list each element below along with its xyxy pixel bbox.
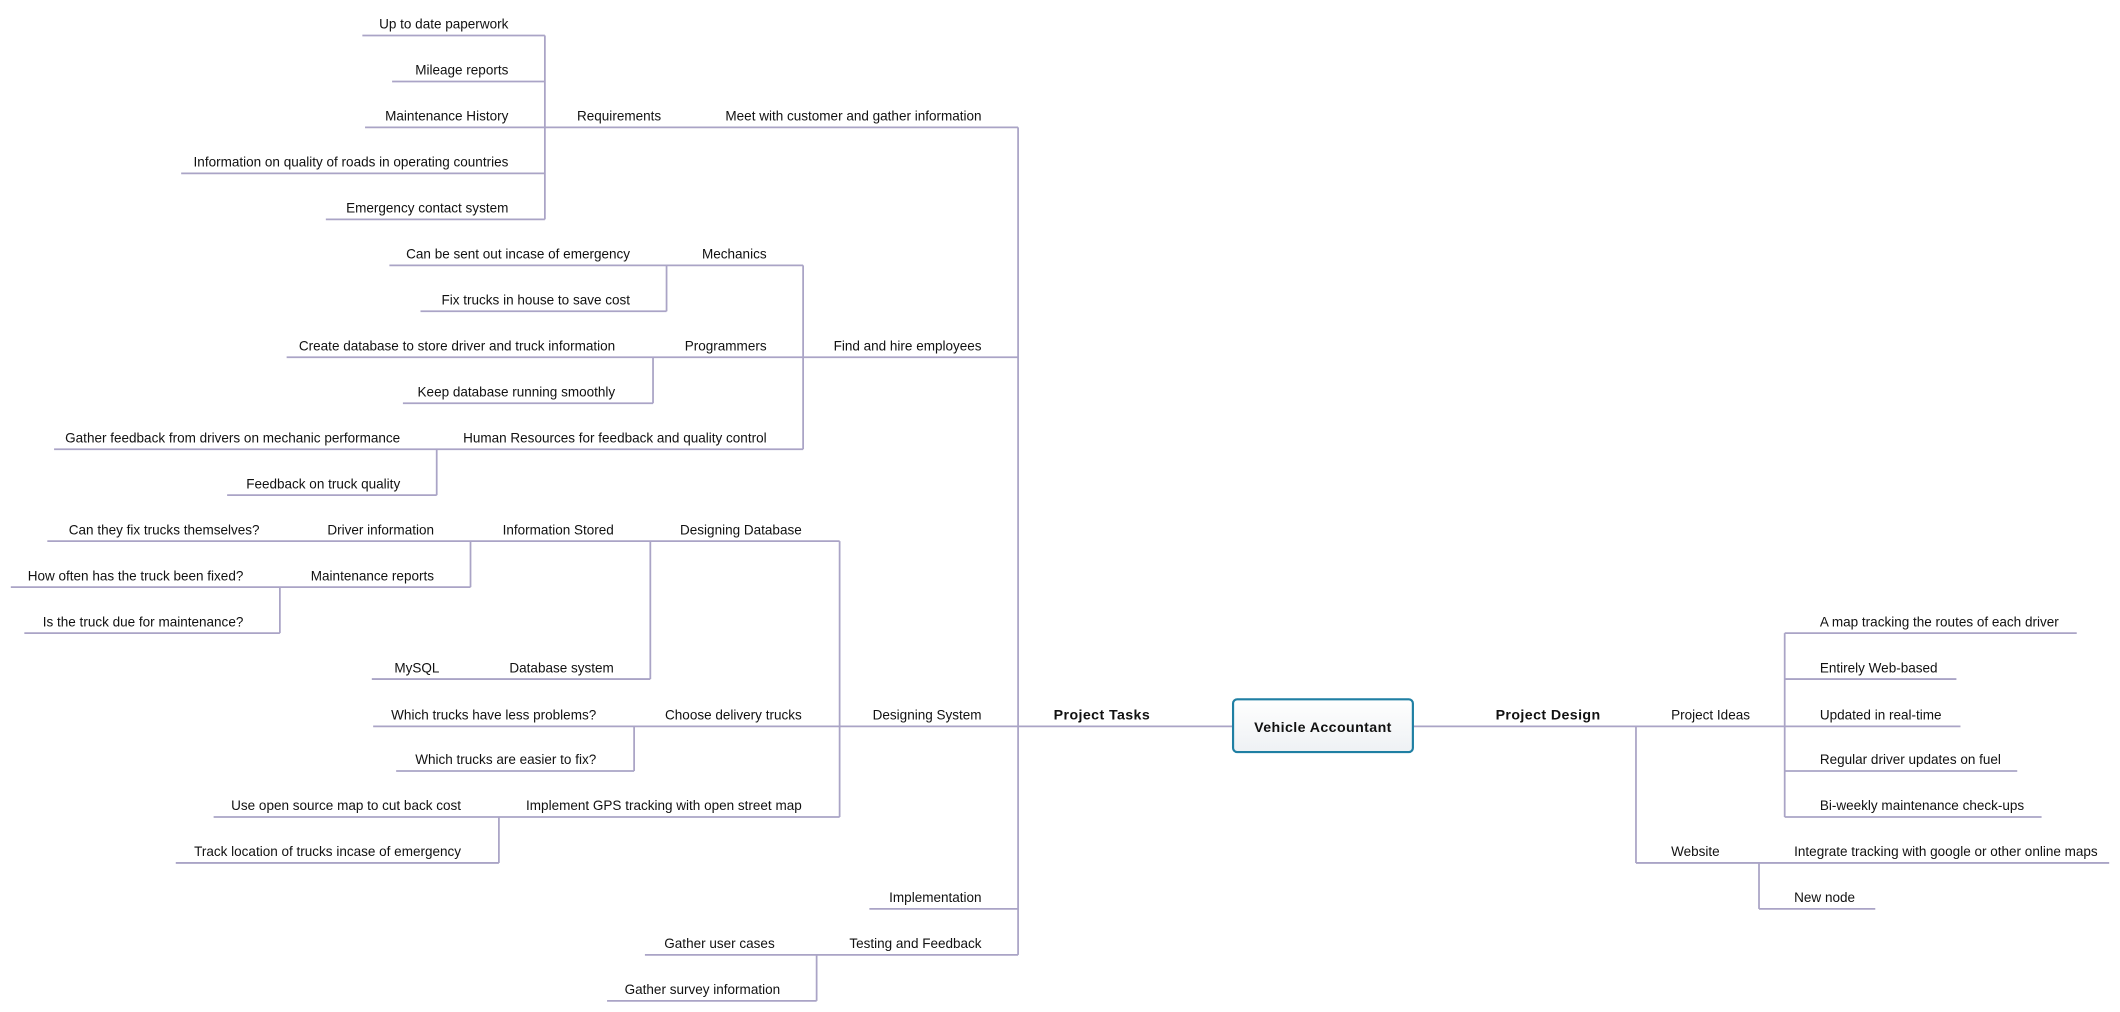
node-tasks-system-database-dbsystem-items-0[interactable]: MySQL xyxy=(394,660,440,675)
node-design-ideas-items-2[interactable]: Updated in real-time xyxy=(1820,708,1942,723)
node-tasks-hire-mechanics-items-0[interactable]: Can be sent out incase of emergency xyxy=(406,247,630,262)
node-tasks-system-database-stored-maintenance-label[interactable]: Maintenance reports xyxy=(311,568,434,583)
node-design-label[interactable]: Project Design xyxy=(1496,708,1601,724)
node-tasks-meet-requirements-items-0[interactable]: Up to date paperwork xyxy=(379,17,508,32)
node-tasks-system-database-label[interactable]: Designing Database xyxy=(680,522,802,537)
node-tasks-implementation-label[interactable]: Implementation xyxy=(889,890,981,905)
node-tasks-system-gps-label[interactable]: Implement GPS tracking with open street … xyxy=(526,798,802,813)
node-tasks-meet-requirements-items-3[interactable]: Information on quality of roads in opera… xyxy=(194,155,509,170)
node-tasks-hire-programmers-items-1[interactable]: Keep database running smoothly xyxy=(418,384,616,399)
node-tasks-meet-requirements-items-2[interactable]: Maintenance History xyxy=(385,109,508,124)
node-tasks-meet-label[interactable]: Meet with customer and gather informatio… xyxy=(725,109,981,124)
root-node-label: Vehicle Accountant xyxy=(1254,720,1392,736)
node-tasks-testing-items-1[interactable]: Gather survey information xyxy=(625,982,781,997)
node-design-ideas-label[interactable]: Project Ideas xyxy=(1671,708,1750,723)
connector-lines xyxy=(10,34,2110,1002)
node-tasks-system-label[interactable]: Designing System xyxy=(873,708,982,723)
node-design-ideas-items-0[interactable]: A map tracking the routes of each driver xyxy=(1820,614,2059,629)
node-design-ideas-items-3[interactable]: Regular driver updates on fuel xyxy=(1820,752,2001,767)
node-tasks-system-database-stored-driver-label[interactable]: Driver information xyxy=(327,522,434,537)
node-tasks-meet-requirements-items-1[interactable]: Mileage reports xyxy=(415,63,508,78)
node-labels: Project Tasks Meet with customer and gath… xyxy=(28,17,2098,997)
node-tasks-system-trucks-label[interactable]: Choose delivery trucks xyxy=(665,708,802,723)
node-design-ideas-items-1[interactable]: Entirely Web-based xyxy=(1820,660,1938,675)
node-tasks-meet-requirements-items-4[interactable]: Emergency contact system xyxy=(346,201,508,216)
node-design-website-items-0[interactable]: Integrate tracking with google or other … xyxy=(1794,844,2098,859)
node-tasks-hire-hr-items-1[interactable]: Feedback on truck quality xyxy=(246,476,400,491)
node-tasks-system-database-stored-maintenance-items-0[interactable]: How often has the truck been fixed? xyxy=(28,568,244,583)
node-tasks-system-database-stored-label[interactable]: Information Stored xyxy=(503,522,614,537)
node-tasks-system-gps-items-1[interactable]: Track location of trucks incase of emerg… xyxy=(194,844,461,859)
node-design-website-label[interactable]: Website xyxy=(1671,844,1720,859)
node-tasks-hire-mechanics-label[interactable]: Mechanics xyxy=(702,247,767,262)
node-tasks-system-trucks-items-1[interactable]: Which trucks are easier to fix? xyxy=(415,752,597,767)
node-tasks-system-trucks-items-0[interactable]: Which trucks have less problems? xyxy=(391,708,597,723)
node-tasks-hire-hr-items-0[interactable]: Gather feedback from drivers on mechanic… xyxy=(65,430,400,445)
node-tasks-hire-mechanics-items-1[interactable]: Fix trucks in house to save cost xyxy=(442,293,631,308)
root-node-box[interactable] xyxy=(1231,698,1414,754)
node-tasks-meet-requirements-label[interactable]: Requirements xyxy=(577,109,661,124)
root-node[interactable]: Vehicle Accountant xyxy=(1231,698,1414,754)
node-design-website-items-1[interactable]: New node xyxy=(1794,890,1855,905)
node-tasks-testing-items-0[interactable]: Gather user cases xyxy=(664,936,775,951)
node-tasks-hire-hr-label[interactable]: Human Resources for feedback and quality… xyxy=(463,430,767,445)
node-tasks-system-database-dbsystem-label[interactable]: Database system xyxy=(509,660,613,675)
node-tasks-system-gps-items-0[interactable]: Use open source map to cut back cost xyxy=(231,798,461,813)
node-tasks-label[interactable]: Project Tasks xyxy=(1054,708,1151,724)
node-tasks-hire-programmers-items-0[interactable]: Create database to store driver and truc… xyxy=(299,339,615,354)
node-tasks-testing-label[interactable]: Testing and Feedback xyxy=(849,936,981,951)
node-tasks-system-database-stored-maintenance-items-1[interactable]: Is the truck due for maintenance? xyxy=(43,614,244,629)
node-tasks-hire-programmers-label[interactable]: Programmers xyxy=(685,339,767,354)
node-tasks-hire-label[interactable]: Find and hire employees xyxy=(834,339,982,354)
node-design-ideas-items-4[interactable]: Bi-weekly maintenance check-ups xyxy=(1820,798,2025,813)
node-tasks-system-database-stored-driver-items-0[interactable]: Can they fix trucks themselves? xyxy=(69,522,260,537)
